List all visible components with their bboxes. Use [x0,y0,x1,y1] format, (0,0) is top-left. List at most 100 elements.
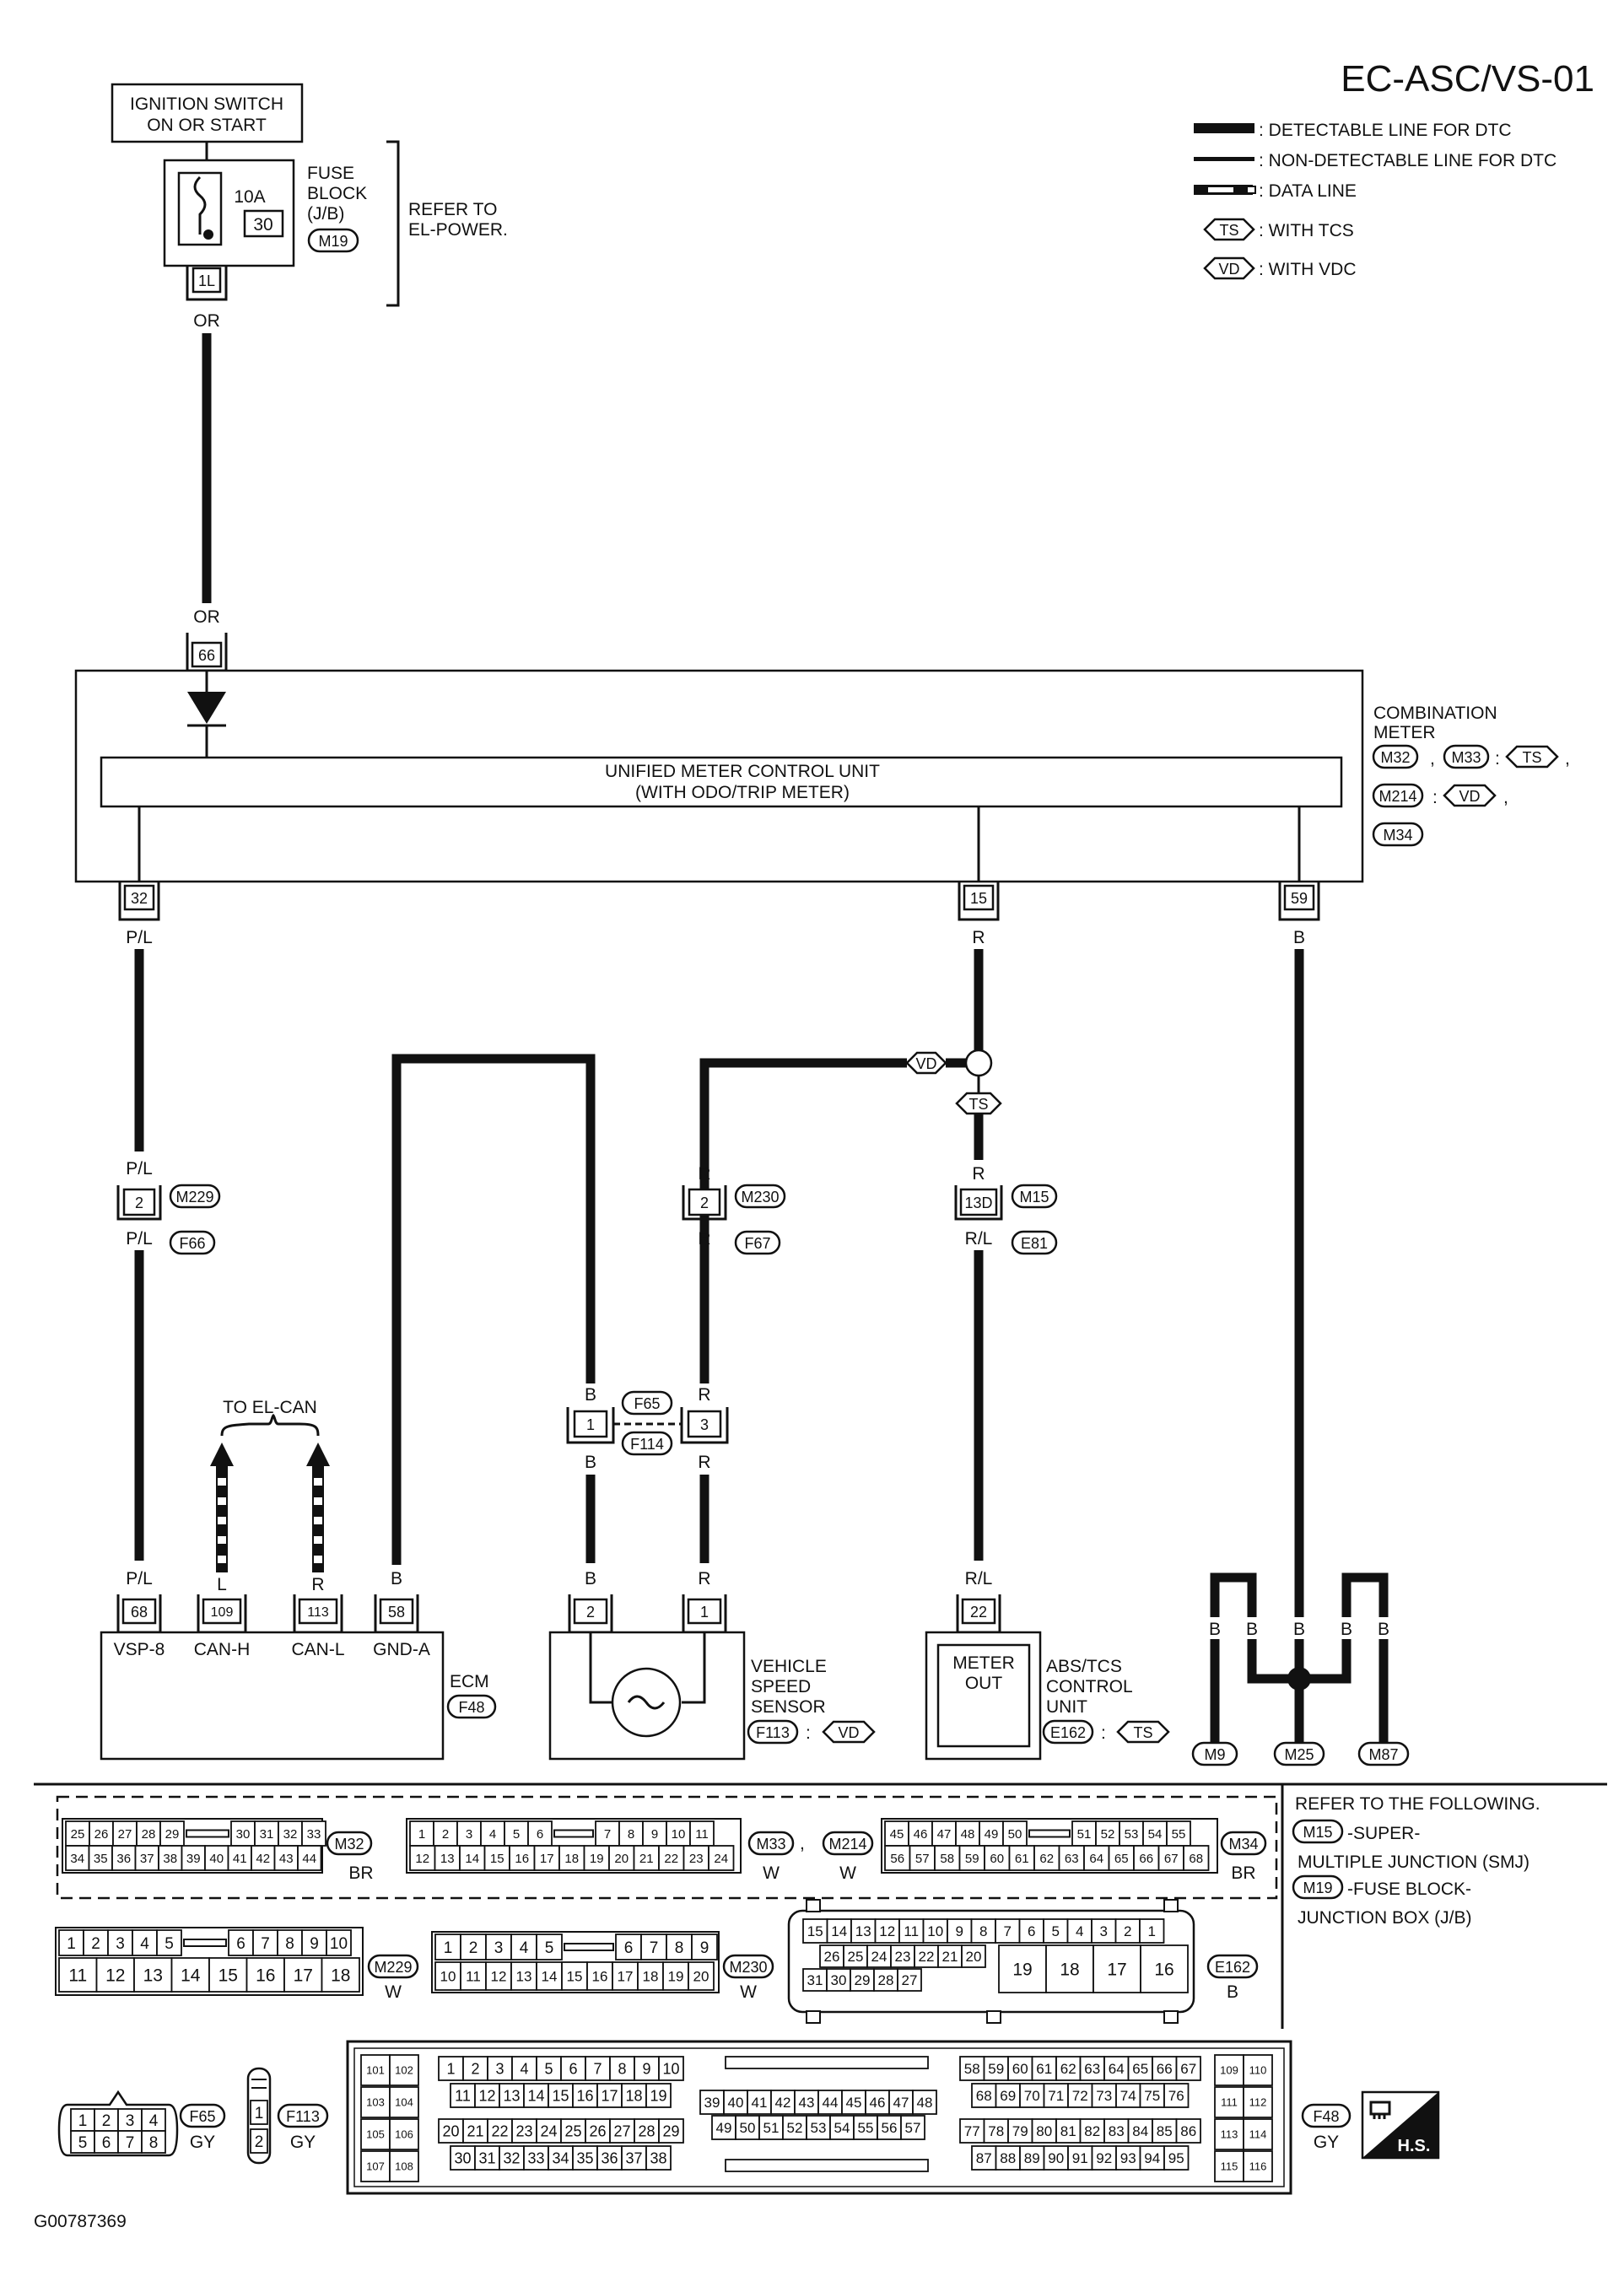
connector-pin-cell [459,1845,486,1871]
connector-pin-number: 68 [976,2088,992,2104]
connector-pin-number: 25 [564,2122,581,2139]
svg-text:M15: M15 [1303,1824,1332,1841]
svg-text:F113: F113 [286,2108,320,2125]
vss-pins: 2 1 [568,1594,727,1634]
connector-pin-cell [1152,2056,1178,2081]
connector-pin-cell [1163,2145,1190,2171]
connector-pin-cell [983,2118,1009,2144]
connector-pin-cell [133,1957,173,1993]
connector-pin-number: 14 [831,1923,847,1939]
connector-pin-cell [1007,2118,1033,2144]
connector-pin-number: 23 [689,1852,704,1866]
svg-text:BR: BR [1231,1863,1255,1883]
svg-text:VD: VD [915,1055,936,1072]
connector-pin-number: 2 [1124,1923,1131,1939]
connector-pin-number: 91 [1072,2150,1088,2166]
connector-pin-number: 67 [1164,1852,1179,1866]
connector-pin-number: 19 [650,2087,666,2104]
connector-pin-cell [877,2115,902,2140]
connector-pin-number: 1 [67,1935,76,1953]
connector-pin-number: 29 [662,2122,679,2139]
svg-text:CONTROL: CONTROL [1046,1677,1133,1696]
connector-pin-cell [1243,2150,1273,2182]
connector-pin-number: 24 [714,1852,728,1866]
connector-pin-number: 55 [858,2120,874,2136]
connector-pin-number: 26 [824,1949,840,1965]
svg-text:M229: M229 [175,1189,213,1205]
connector-pin-number: 22 [664,1852,678,1866]
connector-pin-number: 68 [1189,1852,1203,1866]
connector-pin-number: 4 [140,1935,149,1953]
svg-text:B: B [1209,1620,1221,1639]
connector-pin-cell [389,2086,419,2118]
connector-pin-cell [1139,2083,1165,2108]
svg-text:B: B [1293,1620,1305,1639]
connector-pin-number: 30 [454,2149,471,2166]
connector-m214-tag [1372,783,1424,808]
connector-pin-number: 4 [1076,1923,1083,1939]
data-line-can-h [216,1465,228,1572]
connector-pin-number: 22 [919,1949,935,1965]
svg-text:B: B [1227,1982,1238,2002]
connector-f67-tag [734,1230,781,1255]
svg-text:GY: GY [190,2133,215,2152]
connector-pin-cell [204,1845,229,1871]
connector-pin-cell [560,2118,586,2144]
connector-pin-cell [1055,2056,1082,2081]
connector-pin-number: 13 [440,1852,455,1866]
connector-pin-number: 8 [618,2060,626,2077]
connector-pin-number: 73 [1096,2088,1112,2104]
connector-pin-cell [536,2056,562,2081]
connector-pin-number: 3 [466,1827,472,1842]
svg-text:M33: M33 [1451,749,1481,766]
connector-pin-number: 1 [418,1827,425,1842]
connector-pin-number: 13 [855,1923,871,1939]
connector-pin-number: 35 [94,1852,108,1866]
connector-pin-number: 17 [601,2087,618,2104]
connector-pin-cell [1139,2145,1165,2171]
connector-pin-cell [438,2056,464,2081]
connector-pin-number: 103 [366,2096,385,2109]
ground-m9-tag [1191,1741,1238,1766]
svg-text:B: B [1378,1620,1389,1639]
svg-text:CAN-H: CAN-H [194,1640,251,1659]
svg-text:TS: TS [1522,749,1541,766]
connector-pin-cell [170,1957,210,1993]
svg-text:30: 30 [253,215,272,235]
svg-text:32: 32 [131,890,148,907]
connector-pin-number: 13 [143,1966,163,1986]
svg-text:R: R [698,1453,710,1472]
connector-pin-number: 66 [1139,1852,1153,1866]
connector-pin-number: 69 [1000,2088,1016,2104]
svg-text:1L: 1L [198,272,215,289]
svg-text:BR: BR [348,1863,373,1883]
connector-pin-number: 102 [395,2064,413,2077]
connector-m15-e81: 13D M15 E81 [954,1184,1058,1255]
connector-pin-cell [758,2115,784,2140]
connector-pin-number: 82 [1084,2123,1100,2139]
connector-pin-number: 93 [1120,2150,1136,2166]
svg-text:R: R [698,1229,710,1249]
connector-pin-number: 112 [1249,2096,1267,2109]
connector-f114-tag [621,1431,673,1456]
svg-text:M230: M230 [729,1959,767,1976]
connector-pin-number: 5 [513,1827,520,1842]
svg-text:B: B [585,1385,596,1405]
connector-pin-cell [159,1820,185,1847]
connector-pin-cell [156,1929,182,1956]
svg-text:METER: METER [1373,723,1436,742]
connector-pin-number: 26 [94,1827,109,1842]
connector-pin-number: 6 [569,2060,577,2077]
connector-pin-number: 12 [478,2087,495,2104]
connector-m33-tag [1443,744,1490,769]
svg-text:F67: F67 [744,1235,770,1252]
connector-pin-number: 32 [503,2149,520,2166]
connector-pin-number: 106 [395,2128,413,2141]
ground-splice [1287,1667,1311,1691]
connector-pin-number: 5 [544,2060,553,2077]
connector-pin-cell [1019,2083,1045,2108]
svg-text:P/L: P/L [126,1229,153,1249]
svg-text:66: 66 [198,647,215,664]
connector-pin-cell [596,2145,623,2171]
connector-pin-cell [1139,1918,1165,1944]
